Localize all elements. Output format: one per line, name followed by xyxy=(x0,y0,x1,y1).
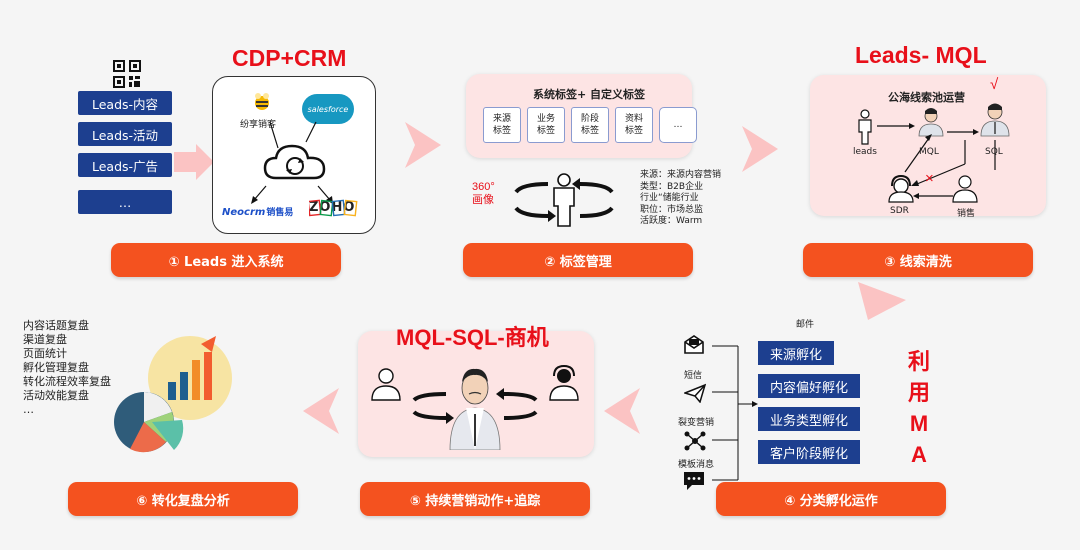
bee-logo-icon xyxy=(252,92,272,116)
portrait-360-label: 360° 画像 xyxy=(472,181,495,206)
tag-source[interactable]: 来源 标签 xyxy=(483,107,521,143)
cloud-connector-lines xyxy=(248,120,348,214)
flow-arrow-icon xyxy=(604,388,640,438)
step6-conversion-review-button[interactable]: ⑥ 转化复盘分析 xyxy=(68,482,298,516)
channel-sms-label: 短信 xyxy=(684,371,703,381)
tag-stage[interactable]: 阶段 标签 xyxy=(571,107,609,143)
lead-flow-graph xyxy=(845,100,1025,214)
incubation-content-preference[interactable]: 内容偏好孵化 xyxy=(758,374,860,398)
portrait-info-list: 来源：来源内容营销 类型：B2B企业 行业“储能行业 职位：市场总监 活跃度：W… xyxy=(640,170,722,226)
incubation-business-type[interactable]: 业务类型孵化 xyxy=(758,407,860,431)
channel-template-label: 模板消息 xyxy=(678,460,715,470)
lead-pool-title: 公海线索池运营 xyxy=(888,91,965,104)
flow-arrow-icon xyxy=(405,122,441,172)
tag-business[interactable]: 业务 标签 xyxy=(527,107,565,143)
node-sql-label: SQL xyxy=(985,147,1003,157)
channel-connector-lines xyxy=(708,340,760,494)
chat-icon xyxy=(683,471,705,495)
person-rotate-icon xyxy=(508,172,620,232)
node-sales-label: 销售 xyxy=(957,209,976,219)
leads-mql-title: Leads- MQL xyxy=(855,42,987,68)
analytics-chart-icon xyxy=(108,330,248,464)
incubation-source[interactable]: 来源孵化 xyxy=(758,341,834,365)
salesforce-logo: salesforce xyxy=(302,94,354,124)
review-list: 内容话题复盘 渠道复盘 页面统计 孵化管理复盘 转化流程效率复盘 活动效能复盘 … xyxy=(23,319,111,416)
node-mql-label: MQL xyxy=(919,147,939,157)
send-icon xyxy=(682,383,707,407)
share-network-icon xyxy=(684,430,706,456)
sales-cycle-graphic xyxy=(368,364,584,454)
mql-sql-opportunity-title: MQL-SQL-商机 xyxy=(396,325,549,350)
tag-panel-title: 系统标签+ 自定义标签 xyxy=(533,88,646,101)
flow-arrow-icon xyxy=(174,142,214,186)
tag-more[interactable]: … xyxy=(659,107,697,143)
incubation-customer-stage[interactable]: 客户阶段孵化 xyxy=(758,440,860,464)
email-icon xyxy=(683,334,705,358)
ma-vertical-label: 利 用 M A xyxy=(907,349,930,467)
step1-leads-enter-system-button[interactable]: ① Leads 进入系统 xyxy=(111,243,341,277)
tag-profile[interactable]: 资料 标签 xyxy=(615,107,653,143)
step4-incubation-button[interactable]: ④ 分类孵化运作 xyxy=(716,482,946,516)
step2-tag-management-button[interactable]: ② 标签管理 xyxy=(463,243,693,277)
qr-code-icon xyxy=(113,60,141,92)
node-sdr-label: SDR xyxy=(890,206,909,216)
leads-more-button[interactable]: … xyxy=(78,190,172,214)
step5-continuous-marketing-button[interactable]: ⑤ 持续营销动作+追踪 xyxy=(360,482,590,516)
flow-arrow-icon xyxy=(742,126,778,176)
leads-ad-button[interactable]: Leads-广告 xyxy=(78,153,172,177)
leads-event-button[interactable]: Leads-活动 xyxy=(78,122,172,146)
step3-lead-cleaning-button[interactable]: ③ 线索清洗 xyxy=(803,243,1033,277)
cross-mark-icon: × xyxy=(925,170,934,187)
channel-viral-label: 裂变营销 xyxy=(678,418,715,428)
cdp-crm-title: CDP+CRM xyxy=(232,45,347,71)
neocrm-logo: Neocrm销售易 xyxy=(222,207,294,218)
channel-email-label: 邮件 xyxy=(796,320,815,330)
node-leads-label: leads xyxy=(853,147,877,157)
flow-arrow-icon xyxy=(303,388,339,438)
zoho-logo-color-overlay xyxy=(307,199,359,221)
flow-arrow-icon xyxy=(858,282,906,324)
check-mark-icon: √ xyxy=(990,76,999,93)
leads-content-button[interactable]: Leads-内容 xyxy=(78,91,172,115)
fenxiang-logo-text: 纷享销客 xyxy=(240,120,277,130)
cloud-sync-icon xyxy=(262,140,328,192)
lead-pool-panel xyxy=(810,75,1046,216)
